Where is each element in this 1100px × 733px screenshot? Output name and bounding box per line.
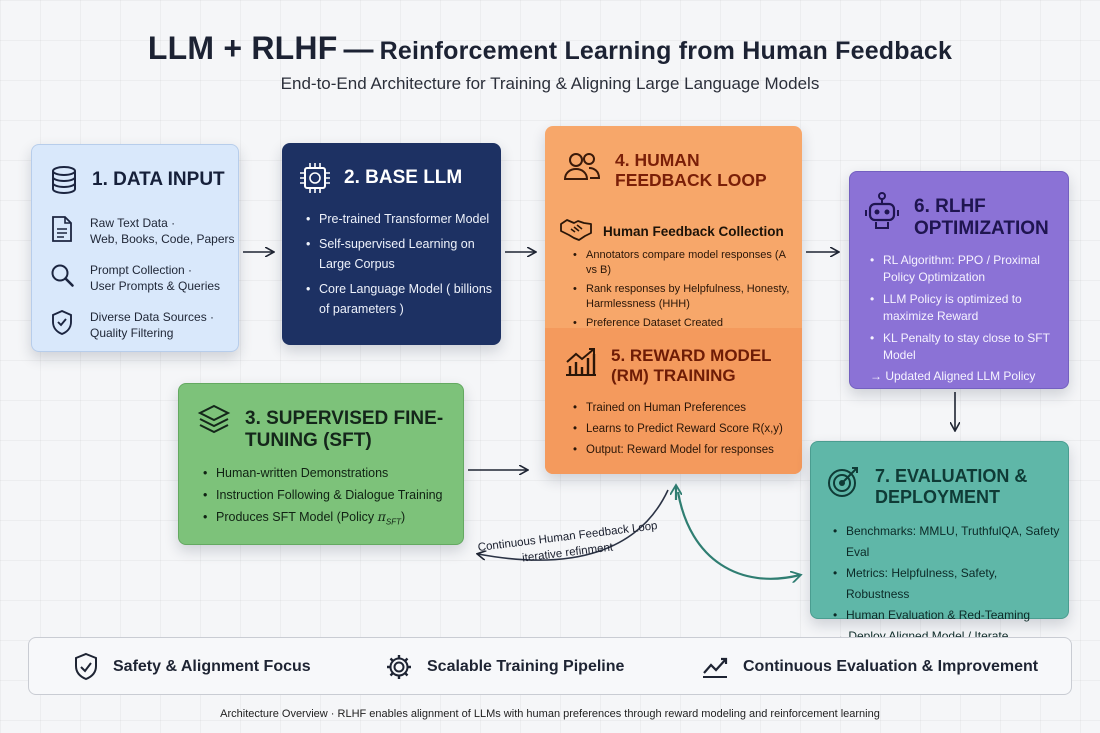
loop-label-line2: iterative refinment	[522, 541, 615, 564]
feedback-reward-card: 4. HUMAN FEEDBACK LOOP Human Feedback Co…	[545, 126, 802, 474]
base-llm-bullet: Core Language Model ( billions of parame…	[306, 279, 493, 319]
sft-bullet-produces: Produces SFT Model (Policy πSFT)	[203, 506, 455, 534]
data-input-item: Raw Text Data · Web, Books, Code, Papers	[32, 215, 238, 248]
rlhf-bullet: KL Penalty to stay close to SFT Model	[870, 330, 1060, 364]
feature-label: Continuous Evaluation & Improvement	[743, 658, 1039, 675]
feature-pipeline: Scalable Training Pipeline	[385, 638, 624, 696]
magnifier-icon	[50, 262, 80, 295]
rlhf-optimization-title: 6. RLHF OPTIMIZATION	[914, 196, 1049, 239]
rlhf-result: → Updated Aligned LLM Policy	[870, 368, 1036, 383]
footer-caption: Architecture Overview · RLHF enables ali…	[220, 708, 880, 720]
feature-label: Scalable Training Pipeline	[427, 658, 625, 675]
data-input-item-line2: User Prompts & Queries	[90, 279, 221, 293]
human-feedback-list: Annotators compare model responses (A vs…	[573, 248, 795, 335]
robot-icon	[864, 192, 900, 232]
feedback-collection-header: Human Feedback Collection	[559, 216, 784, 247]
reward-model-bullet: Learns to Predict Reward Score R(x,y)	[573, 419, 795, 440]
data-input-item: Prompt Collection · User Prompts & Querie…	[32, 262, 238, 295]
policy-subscript: SFT	[385, 517, 401, 527]
reward-model-list: Trained on Human Preferences Learns to P…	[573, 398, 795, 461]
loop-label-line1: Continuous Human Feedback Loop	[477, 520, 658, 554]
target-icon	[825, 464, 861, 500]
chart-growth-icon	[563, 346, 599, 383]
evaluation-card: 7. EVALUATION & DEPLOYMENT Benchmarks: M…	[810, 441, 1069, 643]
sft-produces-close: )	[400, 509, 406, 524]
sft-title: 3. SUPERVISED FINE-TUNING (SFT)	[245, 408, 444, 451]
evaluation-title: 7. EVALUATION & DEPLOYMENT	[875, 466, 1028, 507]
feature-safety: Safety & Alignment Focus	[73, 638, 311, 696]
evaluation-bullet: Human Evaluation & Red-Teaming	[833, 605, 1060, 626]
evaluation-bullet: Metrics: Helpfulness, Safety, Robustness	[833, 563, 1060, 605]
handshake-icon	[559, 216, 593, 247]
reward-model-title: 5. REWARD MODEL (RM) TRAINING	[611, 346, 772, 385]
sft-produces-text: Produces SFT Model (Policy	[216, 509, 378, 524]
base-llm-card: 2. BASE LLM Pre-trained Transformer Mode…	[282, 143, 501, 345]
feedback-collection-title: Human Feedback Collection	[603, 224, 784, 239]
evaluation-bullet: Benchmarks: MMLU, TruthfulQA, Safety Eva…	[833, 521, 1060, 563]
reward-model-bullet: Output: Reward Model for responses	[573, 440, 795, 461]
document-icon	[50, 215, 80, 248]
loop-arrow-teal	[676, 491, 800, 579]
sft-bullet: Instruction Following & Dialogue Trainin…	[203, 484, 455, 506]
data-input-item-line1: Diverse Data Sources ·	[90, 310, 215, 324]
sft-card: 3. SUPERVISED FINE-TUNING (SFT) Human-wr…	[178, 383, 464, 545]
sft-bullet: Human-written Demonstrations	[203, 462, 455, 484]
human-feedback-bullet: Rank responses by Helpfulness, Honesty, …	[573, 282, 795, 312]
reward-model-bullet: Trained on Human Preferences	[573, 398, 795, 419]
feature-label: Safety & Alignment Focus	[113, 658, 311, 675]
title-rest: Reinforcement Learning from Human Feedba…	[379, 37, 953, 65]
shield-check-icon	[73, 652, 99, 682]
reward-model-header: 5. REWARD MODEL (RM) TRAINING	[563, 346, 801, 385]
page-title: LLM + RLHF—Reinforcement Learning from H…	[0, 30, 1100, 67]
trend-line-icon	[701, 655, 729, 679]
title-dash: —	[343, 33, 374, 66]
base-llm-bullet: Pre-trained Transformer Model	[306, 209, 493, 229]
data-input-item-line1: Raw Text Data ·	[90, 216, 176, 230]
gear-icon	[385, 653, 413, 681]
sft-list: Human-written Demonstrations Instruction…	[179, 452, 463, 534]
data-input-item: Diverse Data Sources · Quality Filtering	[32, 309, 238, 342]
base-llm-title: 2. BASE LLM	[344, 167, 463, 189]
evaluation-list: Benchmarks: MMLU, TruthfulQA, Safety Eva…	[811, 507, 1068, 626]
human-feedback-title: 4. HUMAN FEEDBACK LOOP	[615, 150, 767, 191]
chip-icon	[298, 161, 332, 195]
rlhf-optimization-card: 6. RLHF OPTIMIZATION RL Algorithm: PPO /…	[849, 171, 1069, 389]
base-llm-list: Pre-trained Transformer Model Self-super…	[282, 195, 501, 319]
data-input-title: 1. DATA INPUT	[92, 169, 225, 191]
features-bar: Safety & Alignment Focus Scalable Traini…	[28, 637, 1072, 695]
rlhf-bullet: LLM Policy is optimized to maximize Rewa…	[870, 291, 1060, 325]
page-subtitle: End-to-End Architecture for Training & A…	[280, 74, 820, 93]
loop-arrow-curve	[478, 489, 669, 561]
base-llm-bullet: Self-supervised Learning on Large Corpus	[306, 234, 493, 274]
rlhf-optimization-list: RL Algorithm: PPO / Proximal Policy Opti…	[850, 240, 1068, 364]
feature-evaluation: Continuous Evaluation & Improvement	[701, 638, 1038, 696]
data-input-item-line2: Quality Filtering	[90, 326, 174, 340]
human-feedback-header: 4. HUMAN FEEDBACK LOOP	[563, 150, 795, 190]
database-icon	[50, 165, 78, 195]
title-main: LLM + RLHF	[147, 30, 338, 66]
human-feedback-bullet: Preference Dataset Created	[573, 316, 795, 331]
rlhf-bullet: RL Algorithm: PPO / Proximal Policy Opti…	[870, 252, 1060, 286]
data-input-card: 1. DATA INPUT Raw Text Data · Web, Books,…	[31, 144, 239, 352]
layers-icon	[197, 402, 231, 436]
shield-check-icon	[50, 309, 80, 342]
policy-symbol: π	[377, 508, 386, 524]
data-input-item-line2: Web, Books, Code, Papers	[90, 232, 235, 246]
users-icon	[563, 150, 601, 187]
human-feedback-bullet: Annotators compare model responses (A vs…	[573, 248, 795, 278]
data-input-item-line1: Prompt Collection ·	[90, 263, 193, 277]
